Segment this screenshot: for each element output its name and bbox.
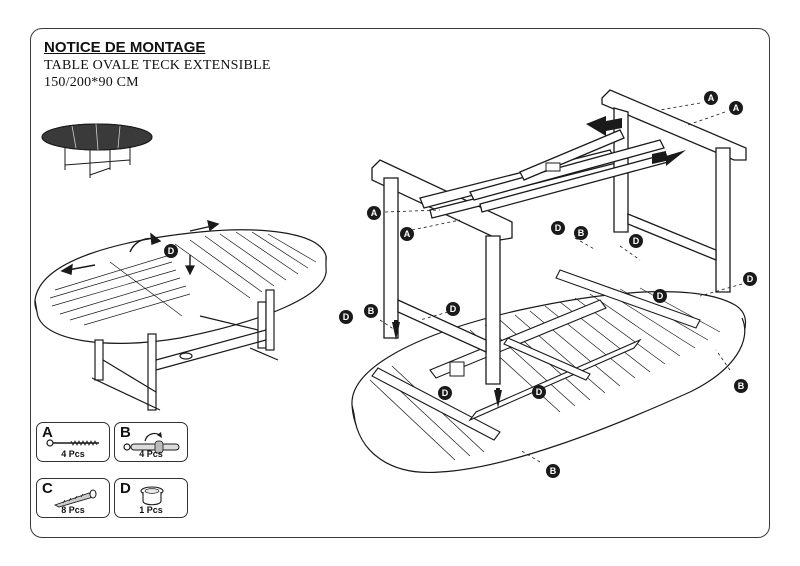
part-b-box: B 4 Pcs xyxy=(114,422,188,462)
part-b-quantity: 4 Pcs xyxy=(139,449,163,459)
exploded-assembly-drawing xyxy=(351,89,747,474)
callout-d-center: D xyxy=(653,289,667,303)
callout-d-left-1: D xyxy=(339,310,353,324)
part-a-letter: A xyxy=(42,424,53,441)
part-c-quantity: 8 Pcs xyxy=(61,505,85,515)
part-a-quantity: 4 Pcs xyxy=(61,449,85,459)
svg-text:B: B xyxy=(738,381,745,391)
page-title: NOTICE DE MONTAGE xyxy=(44,39,206,56)
svg-text:A: A xyxy=(371,208,378,218)
svg-text:A: A xyxy=(733,103,740,113)
svg-text:A: A xyxy=(708,93,715,103)
svg-text:D: D xyxy=(747,274,754,284)
svg-text:D: D xyxy=(657,291,664,301)
callout-d-mid-2: D xyxy=(629,234,643,248)
callout-a-left-2: A xyxy=(400,227,414,241)
callout-d-low-1: D xyxy=(438,386,452,400)
svg-text:D: D xyxy=(450,304,457,314)
svg-text:D: D xyxy=(343,312,350,322)
part-a-box: A 4 Pcs xyxy=(36,422,110,462)
product-name: TABLE OVALE TECK EXTENSIBLE xyxy=(44,58,271,73)
callout-d-right: D xyxy=(743,272,757,286)
svg-text:A: A xyxy=(404,229,411,239)
svg-text:B: B xyxy=(550,466,557,476)
part-c-box: C 8 Pcs xyxy=(36,478,110,518)
parasol-cap-icon xyxy=(140,486,164,506)
callout-a-top-2: A xyxy=(729,101,743,115)
callout-d-mid-1: D xyxy=(551,221,565,235)
svg-text:D: D xyxy=(168,246,175,256)
svg-text:D: D xyxy=(633,236,640,246)
product-dimensions: 150/200*90 CM xyxy=(44,75,139,90)
long-bolt-icon xyxy=(46,439,99,447)
svg-text:D: D xyxy=(536,387,543,397)
table-thumbnail xyxy=(41,123,153,178)
callout-d-left-2: D xyxy=(446,302,460,316)
svg-text:D: D xyxy=(442,388,449,398)
svg-text:B: B xyxy=(578,228,585,238)
callout-b-mid: B xyxy=(574,226,588,240)
callout-b-right: B xyxy=(734,379,748,393)
wood-screw-icon xyxy=(53,489,97,508)
part-c-letter: C xyxy=(42,480,53,497)
part-d-quantity: 1 Pcs xyxy=(139,505,163,515)
part-d-box: D 1 Pcs xyxy=(114,478,188,518)
callout-d-low-2: D xyxy=(532,385,546,399)
part-d-letter: D xyxy=(120,480,131,497)
callout-a-left-1: A xyxy=(367,206,381,220)
svg-text:D: D xyxy=(555,223,562,233)
barrel-nut-allen-key-icon xyxy=(123,432,180,454)
callout-d-extended-table: D xyxy=(164,244,178,258)
extended-table-drawing xyxy=(34,219,327,411)
part-b-letter: B xyxy=(120,424,131,441)
svg-text:B: B xyxy=(368,306,375,316)
callout-b-bottom: B xyxy=(546,464,560,478)
callout-b-left: B xyxy=(364,304,378,318)
callout-a-top-1: A xyxy=(704,91,718,105)
